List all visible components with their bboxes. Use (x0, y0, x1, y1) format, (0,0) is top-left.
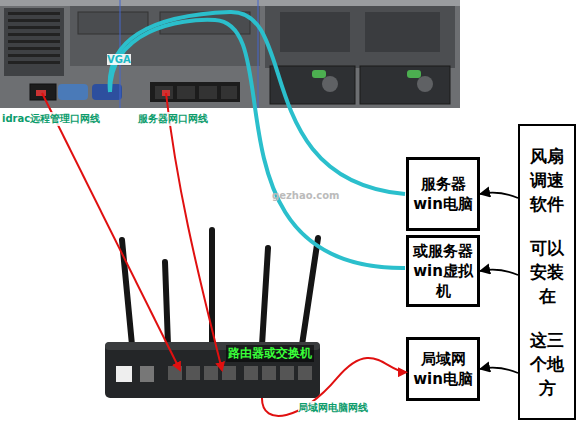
node-text: 路由器或交换机 (226, 345, 314, 362)
arrow-connector (480, 193, 518, 198)
node-text: 可以安装在 (523, 236, 571, 308)
device-box: 服务器 win电脑 (406, 157, 480, 231)
node-text: 局域网 win电脑 (411, 349, 475, 389)
node-text: 或服务器 win虚拟 机 (411, 241, 475, 301)
device-box: 局域网 win电脑 (406, 337, 480, 401)
router-node: 路由器或交换机 (105, 342, 320, 398)
edge-label: 局域网电脑网线 (298, 401, 368, 415)
lan-cable (262, 358, 406, 416)
wire-label: gezhao.com (272, 190, 340, 201)
idrac-cable (42, 93, 180, 370)
device-box: 或服务器 win虚拟 机 (406, 235, 480, 307)
vga-cable (110, 12, 405, 194)
note-box: 风扇调速软件可以安装在这三个地方 (518, 124, 576, 420)
node-text: 风扇调速软件 (523, 144, 571, 216)
arrow-connector (480, 270, 518, 275)
wire-label: idrac远程管理口网线 (2, 112, 100, 126)
node-text: 这三个地方 (523, 328, 571, 400)
wire-label: VGA (107, 54, 131, 65)
vga-cable (110, 20, 405, 268)
node-text: 服务器 win电脑 (411, 174, 475, 214)
wire-label: 服务器网口网线 (138, 112, 208, 126)
router-illustration (105, 230, 320, 398)
server-lan-cable (166, 93, 222, 370)
arrow-connector (480, 368, 518, 373)
server-illustration (0, 0, 460, 108)
